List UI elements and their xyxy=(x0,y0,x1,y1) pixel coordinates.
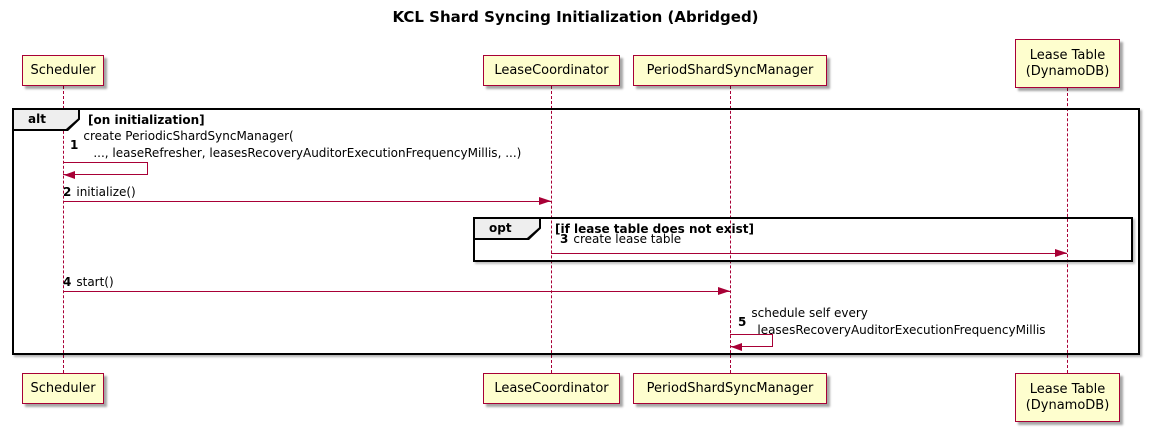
participant-period-shard-sync-manager-top: PeriodShardSyncManager xyxy=(633,55,827,86)
message-1-text-line2: ..., leaseRefresher, leasesRecoveryAudit… xyxy=(93,146,522,160)
participant-lease-table-top-label-line1: Lease Table xyxy=(1029,47,1106,63)
message-3-number: 3 xyxy=(560,232,569,246)
participant-lease-coordinator-top-label: LeaseCoordinator xyxy=(494,62,609,78)
participant-lease-coordinator-bottom: LeaseCoordinator xyxy=(483,373,620,404)
participant-lease-table-top-label-line2: (DynamoDB) xyxy=(1025,63,1110,79)
message-3-text: create lease table xyxy=(573,232,682,246)
message-4: 4 start() xyxy=(63,274,114,290)
lifeline-lease-coordinator xyxy=(551,86,552,373)
participant-period-shard-sync-manager-top-label: PeriodShardSyncManager xyxy=(646,62,814,78)
alt-frame-tab: alt xyxy=(14,110,78,129)
opt-frame: opt [if lease table does not exist] xyxy=(473,217,1133,262)
participant-lease-table-bottom-label-line2: (DynamoDB) xyxy=(1025,397,1110,413)
participant-lease-coordinator-bottom-label: LeaseCoordinator xyxy=(494,380,609,396)
lifeline-lease-table xyxy=(1067,88,1068,373)
alt-frame: alt [on initialization] xyxy=(12,108,1140,355)
message-1-text-line1: create PeriodicShardSyncManager( xyxy=(83,129,294,143)
message-5: 5 schedule self every leasesRecoveryAudi… xyxy=(738,305,1046,339)
message-3-arrow xyxy=(551,253,1067,254)
message-4-arrow xyxy=(63,291,730,292)
message-4-number: 4 xyxy=(63,275,72,289)
opt-frame-tab: opt xyxy=(475,219,539,238)
message-2-text: initialize() xyxy=(76,185,136,199)
alt-frame-guard: [on initialization] xyxy=(88,113,205,127)
message-3-arrowhead xyxy=(1055,249,1067,257)
message-5-text: schedule self every leasesRecoveryAudito… xyxy=(751,305,1045,339)
participant-period-shard-sync-manager-bottom-label: PeriodShardSyncManager xyxy=(646,380,814,396)
message-3: 3 create lease table xyxy=(560,231,681,247)
message-5-self-arrow xyxy=(730,334,773,347)
participant-lease-coordinator-top: LeaseCoordinator xyxy=(483,55,620,86)
message-1-text: create PeriodicShardSyncManager( ..., le… xyxy=(83,128,521,162)
message-5-arrowhead xyxy=(731,343,742,351)
message-4-text: start() xyxy=(76,275,114,289)
message-2-number: 2 xyxy=(63,185,72,199)
participant-scheduler-bottom: Scheduler xyxy=(22,373,104,404)
message-1-arrowhead xyxy=(64,171,75,179)
lifeline-period-shard-sync-manager xyxy=(730,86,731,373)
participant-lease-table-bottom: Lease Table (DynamoDB) xyxy=(1015,373,1120,422)
participant-lease-table-top: Lease Table (DynamoDB) xyxy=(1015,39,1120,88)
message-2-arrow xyxy=(63,201,551,202)
opt-frame-guard: [if lease table does not exist] xyxy=(555,222,755,236)
participant-scheduler-top-label: Scheduler xyxy=(30,62,96,78)
lifeline-scheduler xyxy=(63,86,64,373)
message-5-text-line2: leasesRecoveryAuditorExecutionFrequencyM… xyxy=(757,323,1046,337)
message-1-self-arrow xyxy=(63,162,148,175)
participant-period-shard-sync-manager-bottom: PeriodShardSyncManager xyxy=(633,373,827,404)
message-1-number: 1 xyxy=(70,138,79,152)
message-4-arrowhead xyxy=(718,287,730,295)
message-1: 1 create PeriodicShardSyncManager( ..., … xyxy=(70,128,521,162)
diagram-title: KCL Shard Syncing Initialization (Abridg… xyxy=(392,8,759,26)
message-2-arrowhead xyxy=(539,197,551,205)
message-5-text-line1: schedule self every xyxy=(751,306,868,320)
message-2: 2 initialize() xyxy=(63,184,136,200)
message-5-number: 5 xyxy=(738,315,747,329)
participant-scheduler-bottom-label: Scheduler xyxy=(30,380,96,396)
participant-lease-table-bottom-label-line1: Lease Table xyxy=(1029,381,1106,397)
participant-scheduler-top: Scheduler xyxy=(22,55,104,86)
